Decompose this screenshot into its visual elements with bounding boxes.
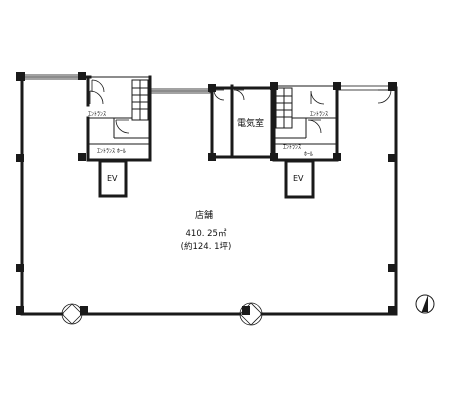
ev-left-label: EV bbox=[107, 174, 118, 183]
columns bbox=[16, 72, 397, 315]
entrance-hall-right-label-2: ﾎｰﾙ bbox=[304, 151, 313, 158]
entrance-left-label: ｴﾝﾄﾗﾝｽ bbox=[88, 111, 106, 118]
bottom-doors bbox=[61, 302, 263, 326]
left-top-door bbox=[91, 79, 105, 93]
entrance-right-label: ｴﾝﾄﾗﾝｽ bbox=[310, 111, 328, 118]
left-core bbox=[86, 75, 152, 198]
electric-room bbox=[210, 84, 274, 159]
entrance-hall-left-label: ｴﾝﾄﾗﾝｽ ﾎｰﾙ bbox=[97, 148, 126, 155]
shop-name: 店舗 bbox=[195, 209, 213, 221]
north-arrow-icon bbox=[415, 294, 435, 314]
shop-area: 410. 25㎡ bbox=[186, 229, 227, 239]
shop-tsubo: (約124. 1坪) bbox=[181, 241, 232, 252]
electric-room-label: 電気室 bbox=[237, 117, 264, 129]
ev-right-label: EV bbox=[293, 174, 304, 183]
outer-walls bbox=[20, 75, 398, 316]
entrance-hall-right-label-1: ｴﾝﾄﾗﾝｽ bbox=[283, 144, 301, 151]
right-core bbox=[272, 84, 392, 199]
